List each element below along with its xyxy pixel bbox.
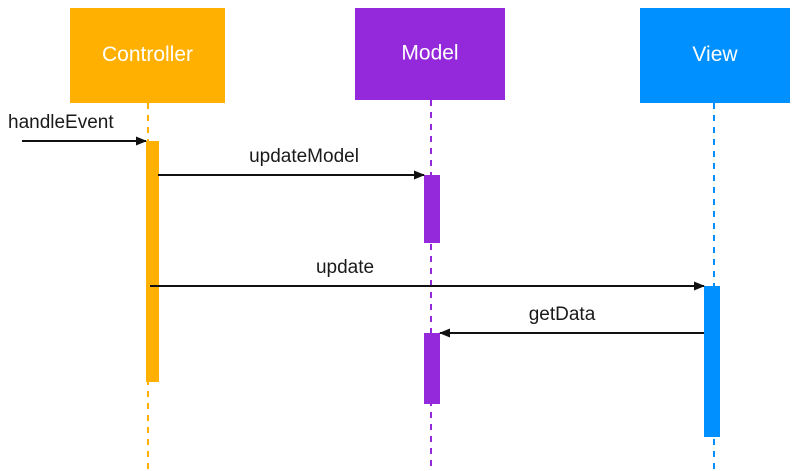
- message-label-msg-update-model: updateModel: [249, 146, 359, 167]
- participant-model[interactable]: Model: [355, 8, 505, 100]
- message-msg-update-model: updateModel: [158, 146, 425, 180]
- message-label-msg-handle-event: handleEvent: [8, 112, 114, 133]
- participant-label-controller: Controller: [102, 43, 193, 66]
- message-msg-handle-event: handleEvent: [8, 112, 147, 146]
- participants-group: Controller Model View: [70, 8, 790, 103]
- participant-box-controller[interactable]: [70, 8, 225, 103]
- participant-box-model[interactable]: [355, 8, 505, 100]
- activation-bar-controller-activation: [146, 141, 159, 382]
- messages-group: handleEvent updateModel update getData: [8, 112, 705, 338]
- activation-bar-model-activation-2: [424, 333, 440, 404]
- activations-group: [146, 141, 720, 437]
- activation-bar-model-activation-1: [424, 175, 440, 243]
- participant-controller[interactable]: Controller: [70, 8, 225, 103]
- message-msg-get-data: getData: [439, 304, 704, 338]
- message-label-msg-update: update: [316, 257, 374, 278]
- participant-view[interactable]: View: [640, 8, 790, 103]
- participant-box-view[interactable]: [640, 8, 790, 103]
- participant-label-view: View: [692, 43, 738, 66]
- participant-label-model: Model: [401, 42, 458, 65]
- activation-bar-view-activation: [704, 286, 720, 437]
- message-msg-update: update: [150, 257, 705, 291]
- message-label-msg-get-data: getData: [529, 304, 596, 325]
